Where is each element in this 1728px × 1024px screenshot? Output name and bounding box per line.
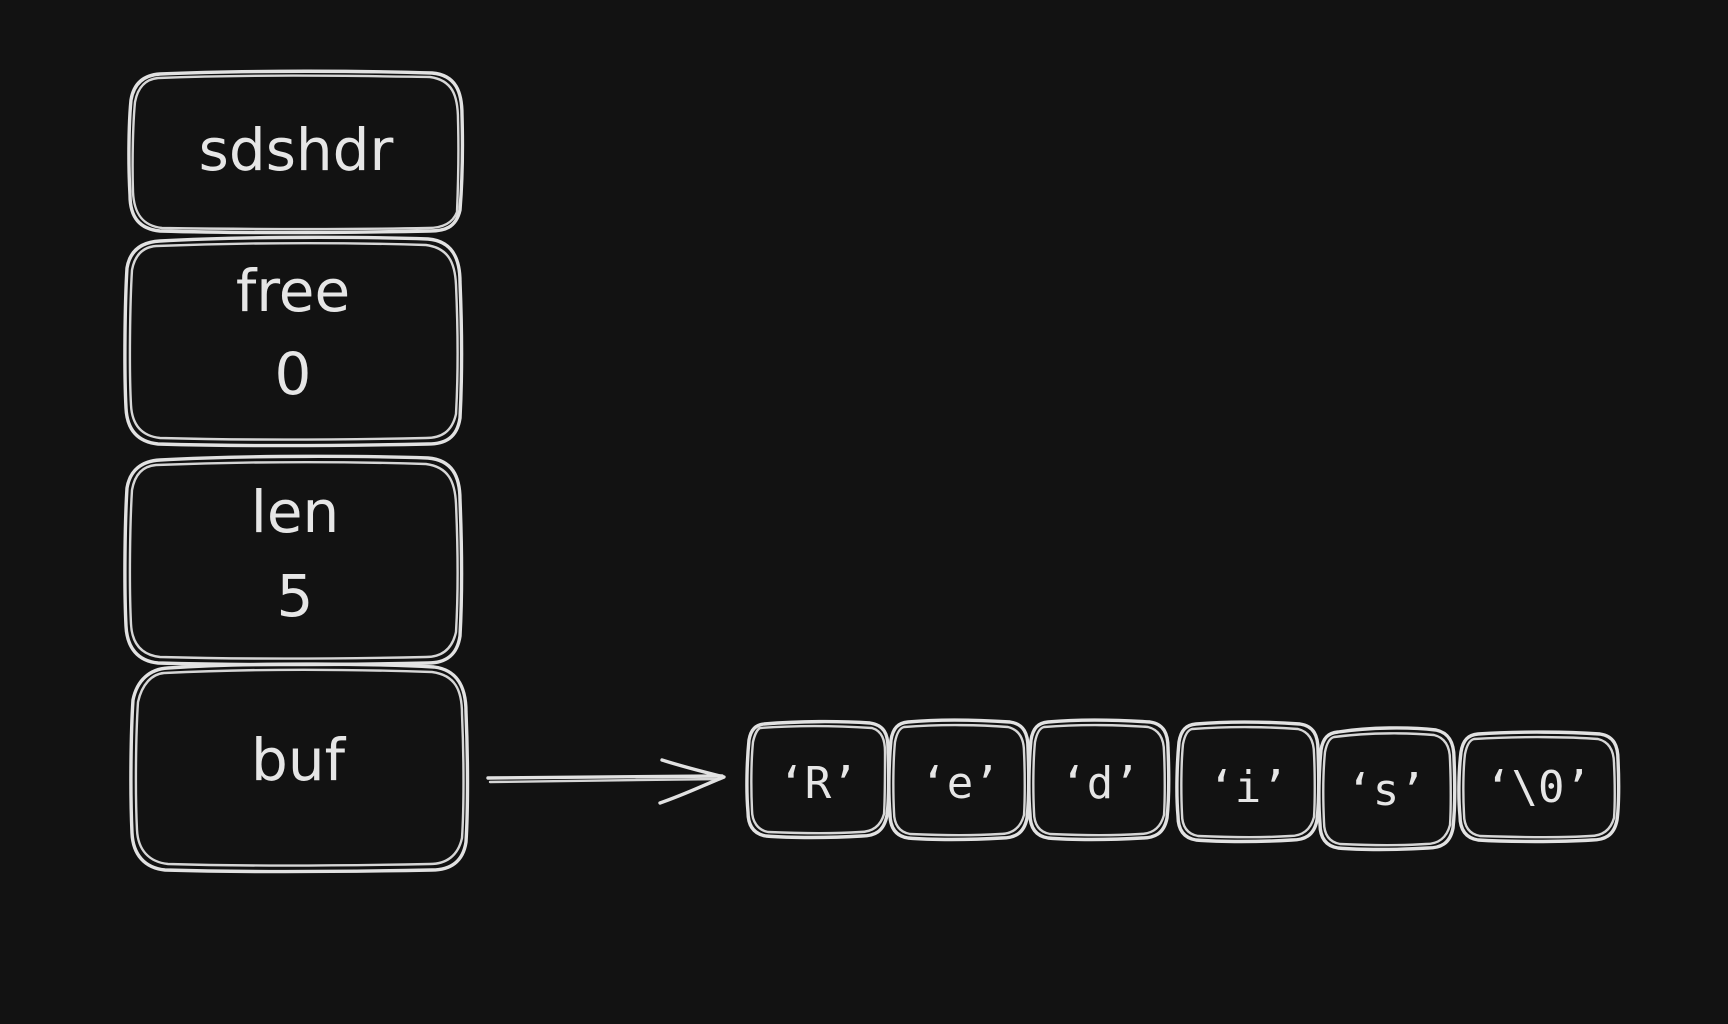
buffer-cell: ‘i’ — [1175, 720, 1321, 844]
len-label: len — [251, 478, 340, 546]
buffer-cell-value: ‘d’ — [1060, 758, 1139, 809]
free-value: 0 — [275, 340, 312, 408]
buf-pointer-arrow — [486, 758, 726, 805]
buffer-cells: ‘R’ ‘e’ ‘d’ ‘i’ ‘s’ ‘\0’ — [745, 718, 1621, 852]
buffer-cell: ‘\0’ — [1457, 730, 1621, 844]
buffer-cell-value: ‘\0’ — [1485, 762, 1591, 813]
buffer-cell: ‘s’ — [1317, 726, 1457, 852]
sdshdr-label: sdshdr — [199, 116, 394, 184]
buffer-cell-value: ‘s’ — [1346, 765, 1425, 816]
sdshdr-box: sdshdr — [127, 69, 465, 235]
buffer-cell: ‘d’ — [1027, 718, 1171, 842]
buf-box: buf — [129, 662, 470, 874]
len-box: len 5 — [123, 454, 464, 667]
buffer-cell-value: ‘R’ — [778, 758, 857, 809]
free-box: free 0 — [123, 235, 464, 448]
buffer-cell: ‘e’ — [887, 718, 1031, 842]
buffer-cell-value: ‘i’ — [1208, 762, 1287, 813]
len-value: 5 — [277, 562, 314, 630]
buf-label: buf — [251, 726, 347, 794]
buffer-cell-value: ‘e’ — [920, 758, 999, 809]
buffer-cell: ‘R’ — [745, 719, 891, 840]
free-label: free — [236, 257, 350, 325]
